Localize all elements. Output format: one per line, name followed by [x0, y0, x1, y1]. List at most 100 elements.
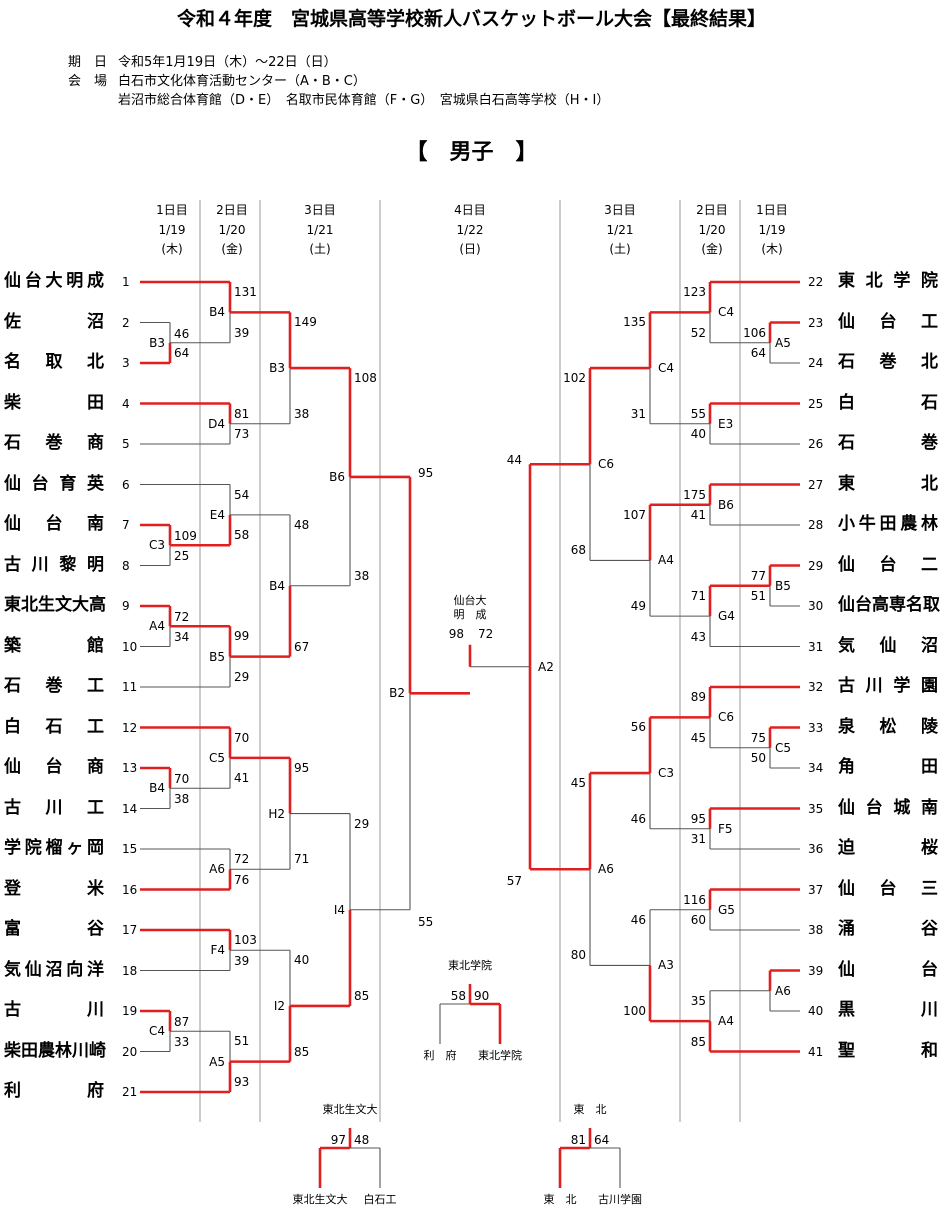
venue-code: B4 — [149, 781, 165, 796]
score: 64 — [750, 346, 766, 360]
venue-code: A4 — [149, 619, 165, 634]
venue-code: B2 — [389, 686, 405, 701]
venue-code: A2 — [538, 659, 554, 674]
venue-code: B3 — [269, 361, 285, 376]
team-left: 柴田 — [4, 392, 104, 413]
team-left: 東北生文大高 — [4, 595, 106, 615]
seed-number: 22 — [808, 275, 824, 289]
venue-code: C4 — [658, 361, 675, 376]
score: 46 — [630, 811, 646, 826]
team-left: 古川黎明 — [4, 554, 104, 575]
score: 39 — [234, 325, 250, 340]
seed-number: 30 — [808, 599, 824, 613]
team-left: 学院榴ヶ岡 — [4, 838, 104, 858]
seed-number: 34 — [808, 761, 824, 775]
team-right: 聖和 — [838, 1040, 938, 1061]
weekday-header: (木) — [761, 242, 783, 256]
seed-number: 24 — [808, 356, 824, 370]
seed-number: 5 — [122, 437, 130, 451]
score: 34 — [174, 629, 190, 644]
score: 71 — [294, 852, 310, 867]
score: 80 — [570, 948, 586, 963]
score: 38 — [294, 406, 310, 421]
seed-number: 25 — [808, 396, 824, 411]
weekday-header: (日) — [459, 242, 481, 256]
team-left: 仙台大明成 — [4, 271, 104, 291]
seed-number: 15 — [122, 842, 138, 856]
score: 85 — [294, 1044, 310, 1059]
score: 60 — [690, 913, 706, 927]
team-right: 角田 — [838, 757, 938, 777]
score: 131 — [234, 285, 257, 299]
score: 57 — [506, 874, 522, 889]
venue-code: B5 — [209, 649, 225, 664]
score: 109 — [174, 529, 197, 543]
team-left: 佐沼 — [4, 311, 104, 332]
score: 50 — [750, 751, 766, 765]
score: 31 — [630, 406, 646, 421]
score: 90 — [474, 989, 490, 1003]
date-header: 1/21 — [306, 223, 334, 237]
mini-bracket-title: 東北生文大 — [322, 1103, 378, 1116]
seed-number: 12 — [122, 720, 138, 735]
seed-number: 39 — [808, 963, 824, 978]
seed-number: 32 — [808, 680, 824, 694]
score: 46 — [630, 912, 646, 927]
date-header: 1/20 — [218, 223, 246, 237]
date-value: 令和5年1月19日（木）～22日（日） — [118, 55, 337, 70]
venue-code: A5 — [775, 335, 791, 350]
team-right: 仙台高専名取 — [838, 595, 940, 615]
score: 43 — [690, 629, 706, 644]
team-left: 仙台南 — [4, 514, 104, 534]
seed-number: 16 — [122, 882, 138, 897]
seed-number: 17 — [122, 923, 138, 937]
score: 70 — [234, 730, 250, 745]
score: 95 — [418, 465, 434, 480]
team-left: 仙台育英 — [4, 473, 104, 494]
seed-number: 10 — [122, 639, 138, 654]
score: 98 — [448, 627, 464, 641]
team-right: 仙台城南 — [838, 797, 938, 818]
seed-number: 19 — [122, 1004, 138, 1018]
score: 97 — [330, 1133, 346, 1147]
score: 72 — [174, 610, 190, 624]
score: 29 — [234, 670, 250, 684]
score: 48 — [354, 1133, 370, 1147]
score: 51 — [750, 589, 766, 603]
seed-number: 33 — [808, 720, 824, 735]
seed-number: 4 — [122, 396, 130, 411]
score: 33 — [174, 1034, 190, 1049]
score: 76 — [234, 872, 250, 887]
seed-number: 13 — [122, 761, 138, 775]
score: 81 — [570, 1133, 586, 1147]
venue-code: H2 — [268, 806, 285, 821]
seed-number: 3 — [122, 356, 130, 370]
venue-code: D4 — [208, 416, 225, 431]
seed-number: 37 — [808, 882, 824, 897]
venue-code: B5 — [775, 578, 791, 593]
date-header: 1/19 — [158, 223, 186, 237]
team-right: 涌谷 — [838, 919, 938, 939]
venue-label: 会 場 — [68, 74, 108, 89]
team-left: 石巻工 — [4, 676, 104, 696]
score: 64 — [594, 1133, 610, 1147]
seed-number: 2 — [122, 315, 130, 330]
seed-number: 11 — [122, 680, 138, 694]
weekday-header: (土) — [309, 242, 331, 256]
score: 25 — [174, 548, 190, 563]
venue-code: C4 — [718, 305, 735, 320]
team-left: 白石工 — [4, 716, 104, 737]
seed-number: 8 — [122, 558, 130, 573]
venue-code: C3 — [148, 538, 165, 553]
venue-code: B4 — [209, 305, 225, 320]
page-title: 令和４年度 宮城県高等学校新人バスケットボール大会【最終結果】 — [176, 8, 766, 30]
score: 108 — [354, 371, 377, 386]
team-right: 東北 — [838, 473, 938, 494]
seed-number: 23 — [808, 315, 824, 330]
mini-team: 利 府 — [423, 1049, 457, 1062]
venue-code: B6 — [329, 469, 345, 484]
score: 31 — [690, 832, 706, 846]
score: 45 — [690, 730, 706, 745]
venue-code: E3 — [718, 416, 734, 431]
seed-number: 41 — [808, 1044, 824, 1059]
